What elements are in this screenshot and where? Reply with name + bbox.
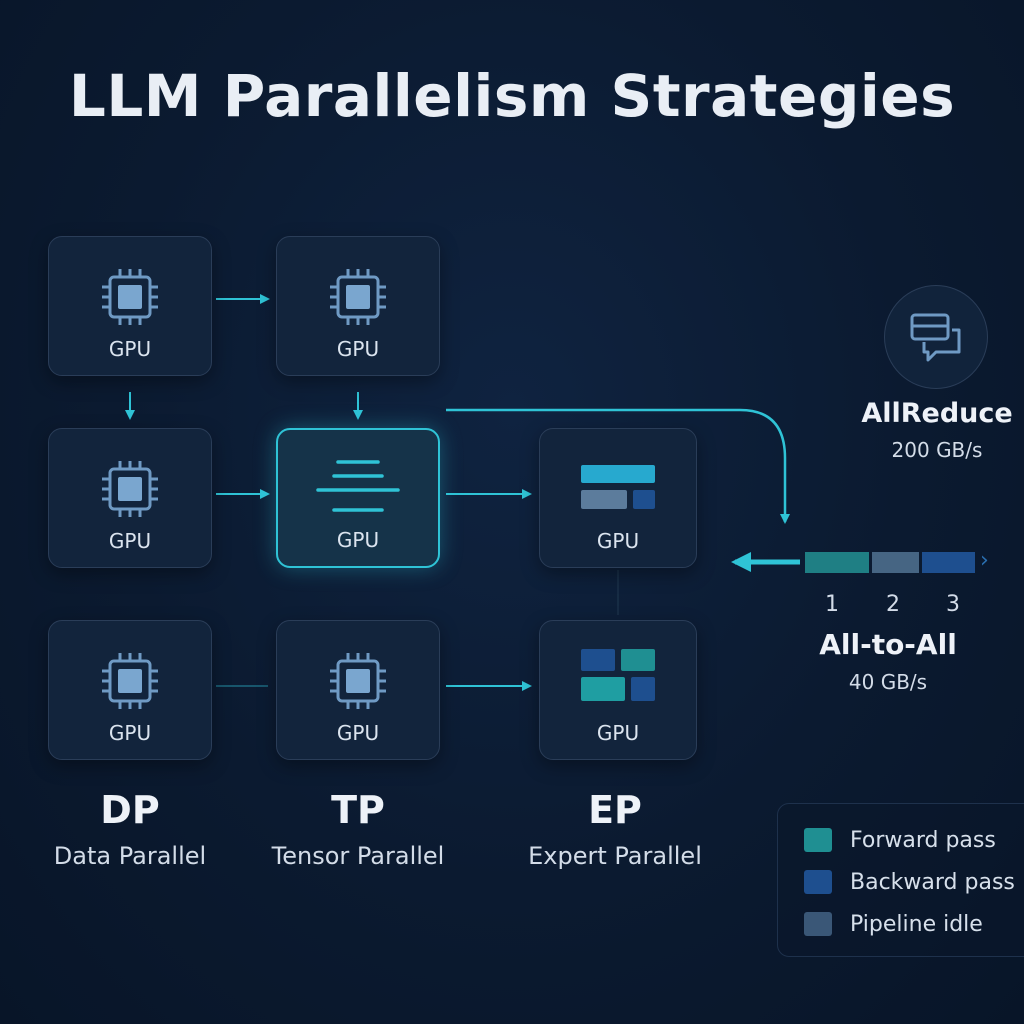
pipeline-stage-label: 3	[946, 592, 960, 617]
legend-item-idle: Pipeline idle	[804, 910, 983, 938]
chat-bubbles-icon	[909, 312, 963, 368]
chip-icon	[326, 649, 390, 717]
ep-abbr: EP	[588, 788, 642, 832]
gpu-label: GPU	[596, 721, 640, 745]
gpu-tp-3[interactable]: GPU	[276, 620, 440, 760]
alltoall-label: All-to-All	[819, 628, 957, 661]
dp-name: Data Parallel	[53, 842, 207, 870]
pipeline-stage-1-block	[805, 552, 869, 573]
backward-swatch	[804, 870, 832, 894]
chip-icon	[326, 265, 390, 333]
alltoall-bandwidth: 40 GB/s	[848, 670, 928, 694]
legend-item-forward: Forward pass	[804, 826, 996, 854]
legend: Forward pass Backward pass Pipeline idle	[777, 803, 1024, 957]
expert-blocks-icon	[579, 463, 657, 515]
tp-name: Tensor Parallel	[271, 842, 445, 870]
pipeline-stage-label: 2	[886, 592, 900, 617]
page-title: LLM Parallelism Strategies	[68, 62, 956, 130]
gpu-dp-2[interactable]: GPU	[48, 428, 212, 568]
dp-abbr: DP	[100, 788, 160, 832]
chip-icon	[98, 649, 162, 717]
gpu-label: GPU	[596, 529, 640, 553]
gpu-tp-2[interactable]: GPU	[276, 428, 440, 568]
ep-name: Expert Parallel	[528, 842, 702, 870]
gpu-ep-3[interactable]: GPU	[539, 620, 697, 760]
gpu-label: GPU	[336, 528, 380, 552]
tensor-split-icon	[316, 456, 400, 520]
legend-label: Backward pass	[850, 869, 1015, 895]
gpu-label: GPU	[336, 721, 380, 745]
gpu-ep-2[interactable]: GPU	[539, 428, 697, 568]
allreduce-label: AllReduce	[861, 398, 1013, 429]
chevron-right-icon: ›	[980, 548, 989, 573]
tp-abbr: TP	[331, 788, 385, 832]
gpu-dp-3[interactable]: GPU	[48, 620, 212, 760]
gpu-dp-1[interactable]: GPU	[48, 236, 212, 376]
gpu-label: GPU	[108, 721, 152, 745]
pipeline-stage-3-block	[922, 552, 975, 573]
arrow-allreduce-curve	[446, 408, 790, 524]
pipeline-stage-2-block	[872, 552, 919, 573]
legend-label: Forward pass	[850, 827, 996, 853]
allreduce-bandwidth: 200 GB/s	[891, 438, 983, 462]
legend-item-backward: Backward pass	[804, 868, 1015, 896]
allreduce-badge	[884, 285, 988, 389]
legend-label: Pipeline idle	[850, 911, 983, 937]
gpu-label: GPU	[336, 337, 380, 361]
gpu-label: GPU	[108, 337, 152, 361]
gpu-label: GPU	[108, 529, 152, 553]
pipeline-stage-label: 1	[825, 592, 839, 617]
idle-swatch	[804, 912, 832, 936]
gpu-tp-1[interactable]: GPU	[276, 236, 440, 376]
chip-icon	[98, 265, 162, 333]
expert-grid-icon	[579, 647, 657, 707]
forward-swatch	[804, 828, 832, 852]
chip-icon	[98, 457, 162, 525]
